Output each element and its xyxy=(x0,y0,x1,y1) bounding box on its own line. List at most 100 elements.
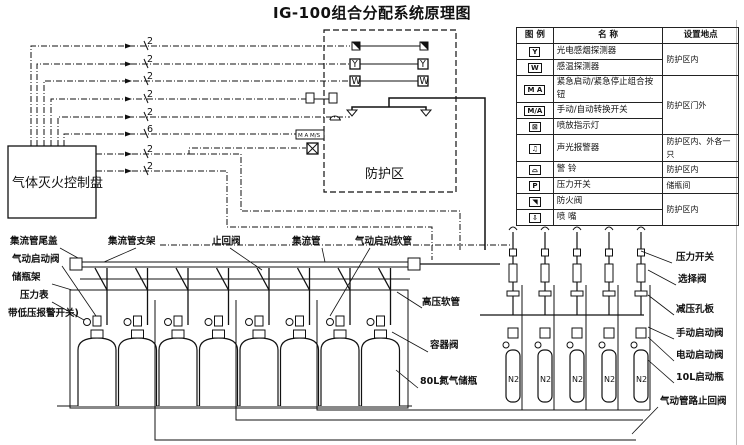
leader-line xyxy=(59,247,79,259)
legend-header-row: 图 例 名 称 设置地点 xyxy=(516,27,739,44)
emergency-start-stop-button-icon: M A M/S xyxy=(298,133,321,139)
manifold-end-cap xyxy=(69,257,83,271)
arrow-icon xyxy=(125,114,132,120)
legend-header-symbol: 图 例 xyxy=(516,27,554,44)
discharge-pipe xyxy=(351,106,427,110)
heat-detector-icon: W xyxy=(528,63,542,73)
wire-count: 2 xyxy=(147,36,153,47)
orifice-plate-icon xyxy=(538,290,552,297)
pneumatic-tube xyxy=(316,300,650,411)
callout-label: 气动启动软管 xyxy=(354,235,413,247)
legend-name: 喷放指示灯 xyxy=(552,118,664,135)
80l-nitrogen-cylinder xyxy=(279,337,320,406)
legend-location: 防护区内 xyxy=(662,193,739,226)
leader-line xyxy=(321,247,326,263)
pipe-break-icon xyxy=(636,226,646,231)
check-valve-arm xyxy=(94,267,108,291)
signal-wire xyxy=(36,63,350,146)
legend-name: 喷 嘴 xyxy=(552,209,664,226)
legend-row: ⌓警 铃防护区内 xyxy=(516,161,739,178)
legend-location: 防护区门外 xyxy=(662,75,739,135)
protected-zone-boundary xyxy=(323,29,457,193)
legend-symbol-cell: ⇩ xyxy=(516,209,554,226)
nozzle-icon xyxy=(419,109,433,117)
callout-label: 集流管支架 xyxy=(107,235,156,247)
cylinder-rack xyxy=(69,289,409,409)
pressure-switch-icon xyxy=(541,248,549,257)
cylinder-n2-label: N2 xyxy=(508,375,519,384)
pressure-gauge-icon xyxy=(630,341,638,349)
fire-damper-icon: ◥ xyxy=(529,197,541,207)
orifice-plate-icon xyxy=(602,290,616,297)
fire-control-panel-label: 气体灭火控制盘 xyxy=(12,175,103,191)
storage-cylinder-bank xyxy=(57,257,650,441)
legend-name: 警 铃 xyxy=(552,161,664,178)
callout-label: 储瓶架 xyxy=(12,271,41,283)
leader-line xyxy=(647,359,675,384)
pressure-switch-icon xyxy=(509,248,517,257)
cylinder-n2-label: N2 xyxy=(540,375,551,384)
callout-label: 电动启动阀 xyxy=(676,349,724,361)
legend-header-name: 名 称 xyxy=(552,27,664,44)
leader-line xyxy=(51,283,73,291)
manifold-outlet xyxy=(407,257,421,271)
pressure-switch-icon: P xyxy=(529,181,541,191)
signal-wire xyxy=(57,116,350,146)
audible-visual-alarm-icon xyxy=(305,92,315,104)
80l-nitrogen-cylinder xyxy=(198,337,239,406)
orifice-plate-icon xyxy=(634,290,648,297)
legend-row: ⇩喷 嘴 xyxy=(516,209,739,226)
leader-line xyxy=(329,247,371,317)
pneumatic-start-valve-icon xyxy=(254,315,264,327)
container-valve-icon xyxy=(131,329,144,339)
callout-label: 止回阀 xyxy=(212,235,241,247)
80l-nitrogen-cylinder xyxy=(239,337,279,406)
10l-pilot-cylinder xyxy=(569,349,585,403)
fire-control-panel xyxy=(7,145,97,219)
callout-label: 压力表 xyxy=(20,289,49,301)
discharge-indicator-icon xyxy=(306,142,319,155)
80l-nitrogen-cylinder xyxy=(158,337,198,406)
leader-line xyxy=(229,247,263,271)
pneumatic-tube xyxy=(235,300,643,421)
10l-pilot-cylinder xyxy=(537,349,553,403)
callout-label: 集流管尾盖 xyxy=(9,235,58,247)
leader-line xyxy=(396,291,423,309)
arrow-icon xyxy=(125,131,132,137)
legend-name: 防火阀 xyxy=(552,193,664,210)
legend-row: ◥ 防火阀防护区内 xyxy=(516,193,739,226)
legend-location: 防护区内 xyxy=(662,43,739,76)
wire-count: 2 xyxy=(147,54,153,65)
callout-label: 集流管 xyxy=(291,235,321,247)
arrow-icon xyxy=(125,78,132,84)
10l-pilot-cylinder xyxy=(601,349,617,403)
10l-pilot-cylinder xyxy=(633,349,649,403)
legend-header-location: 设置地点 xyxy=(662,27,739,44)
legend-row: ⊠喷放指示灯 xyxy=(516,118,739,135)
wire-count: 2 xyxy=(147,144,153,155)
alarm-bell-icon: ⌓ xyxy=(529,165,541,175)
callout-label: 气动启动阀 xyxy=(11,253,60,265)
pneumatic-start-valve-icon xyxy=(92,315,102,327)
wire-count: 2 xyxy=(147,107,153,118)
legend-name: 感温探测器 xyxy=(552,59,664,76)
legend-symbol-cell: Y xyxy=(516,43,554,60)
arrow-icon xyxy=(125,96,132,102)
callout-label: 选择阀 xyxy=(678,273,707,285)
pipe-break-icon xyxy=(604,226,614,231)
pipe-break-icon xyxy=(572,226,582,231)
callout-label: 手动启动阀 xyxy=(676,327,724,339)
pressure-gauge-icon xyxy=(204,318,213,326)
pressure-gauge-icon xyxy=(502,341,510,349)
leader-line xyxy=(647,326,675,340)
leader-line xyxy=(391,331,429,353)
cylinder-n2-label: N2 xyxy=(572,375,583,384)
legend-row: ♫声光报警器防护区内、外各一只 xyxy=(516,134,739,162)
pipe-break-icon xyxy=(540,226,550,231)
container-valve-icon xyxy=(171,329,185,339)
pneumatic-start-valve-icon xyxy=(335,315,345,327)
audible-visual-alarm-icon: ♫ xyxy=(528,143,542,154)
pressure-gauge-icon xyxy=(123,318,132,326)
